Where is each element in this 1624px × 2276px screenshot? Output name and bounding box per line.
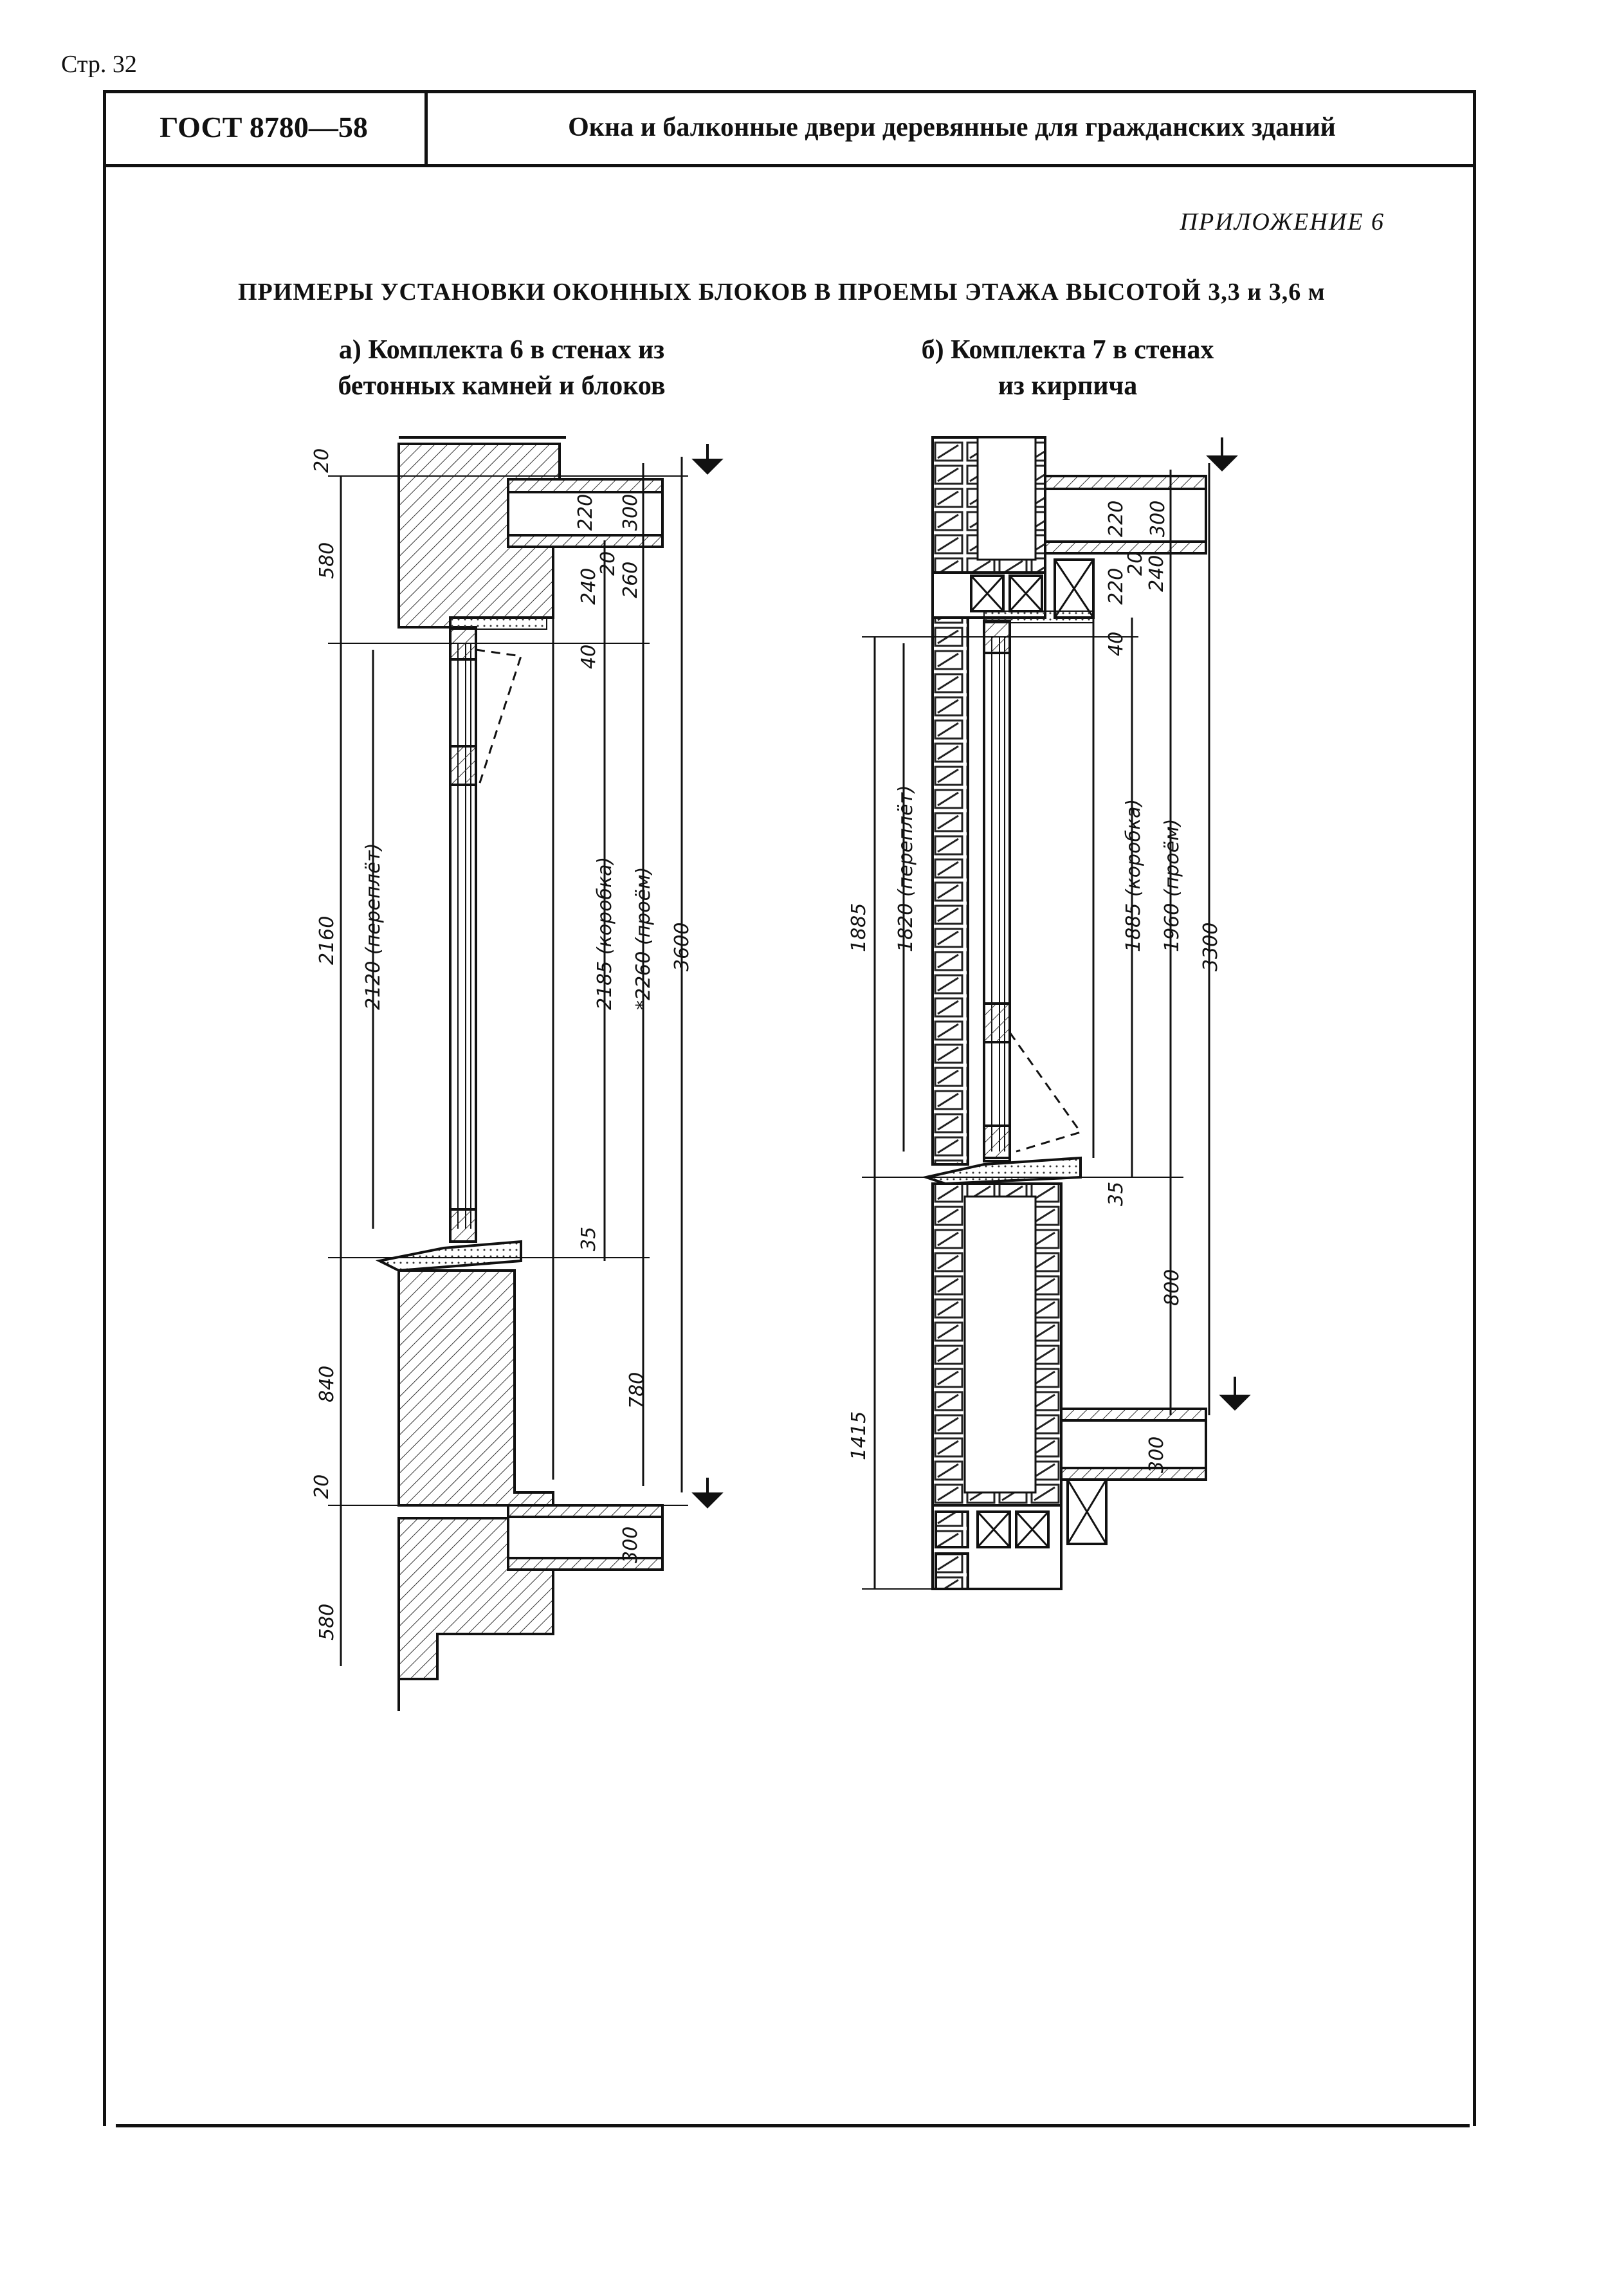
dim-a-300-top: 300 bbox=[619, 494, 642, 531]
dim-a-20-bot: 20 bbox=[311, 1474, 333, 1499]
page-frame bbox=[103, 90, 1476, 2126]
dim-a-40: 40 bbox=[578, 645, 600, 669]
figure-a-caption-line1: а) Комплекта 6 в стенах из bbox=[338, 335, 665, 365]
dim-a-300-bot: 300 bbox=[619, 1527, 642, 1563]
dim-b-20: 20 bbox=[1124, 551, 1147, 576]
figure-a-caption-line2: бетонных камней и блоков bbox=[338, 371, 666, 401]
dim-b-1415: 1415 bbox=[848, 1411, 870, 1460]
dim-a-260: 260 bbox=[619, 562, 642, 598]
figure-b-drawing bbox=[862, 436, 1251, 1590]
dim-b-300-top: 300 bbox=[1147, 500, 1169, 537]
window-frame-b bbox=[983, 619, 1011, 1162]
dim-b-800: 800 bbox=[1161, 1269, 1183, 1306]
dim-b-1960: 1960 (проём) bbox=[1161, 819, 1183, 952]
dim-a-20-top: 20 bbox=[311, 448, 333, 473]
dim-a-35: 35 bbox=[578, 1227, 600, 1251]
figure-b-caption-line2: из кирпича bbox=[998, 371, 1138, 401]
dim-b-220: 220 bbox=[1105, 500, 1127, 537]
figure-b-caption-line1: б) Комплекта 7 в стенах bbox=[921, 335, 1214, 365]
dim-a-2160: 2160 bbox=[316, 916, 338, 965]
standard-code: ГОСТ 8780—58 bbox=[103, 90, 428, 164]
figure-a-drawing bbox=[328, 436, 724, 1711]
lower-wall-block bbox=[397, 1269, 554, 1507]
dim-a-2260: *2260 (проём) bbox=[632, 867, 655, 1010]
dim-b-3300: 3300 bbox=[1200, 922, 1222, 971]
bottom-rule bbox=[116, 2124, 1470, 2127]
figure-b-dimension-labels: 1885 1820 (переплёт) 1415 220 300 20 240… bbox=[848, 500, 1222, 1473]
dim-a-780: 780 bbox=[626, 1372, 648, 1409]
figure-b-caption: б) Комплекта 7 в стенах из кирпича bbox=[862, 332, 1273, 404]
dim-b-1885: 1885 bbox=[848, 903, 870, 952]
dim-b-1820: 1820 (переплёт) bbox=[895, 785, 917, 952]
dim-b-300-bot: 300 bbox=[1145, 1436, 1168, 1473]
dim-b-220b: 220 bbox=[1105, 568, 1127, 605]
dim-a-3600: 3600 bbox=[671, 922, 693, 971]
document-title: Окна и балконные двери деревянные для гр… bbox=[568, 112, 1336, 142]
dim-a-2120: 2120 (переплёт) bbox=[362, 843, 385, 1010]
dim-a-580-top: 580 bbox=[316, 542, 338, 579]
dim-b-1885k: 1885 (коробка) bbox=[1122, 799, 1145, 952]
figure-a-dimension-labels: 20 580 2160 2120 (переплёт) 840 20 580 2… bbox=[311, 448, 693, 1640]
dim-b-40: 40 bbox=[1105, 632, 1127, 656]
dim-a-220: 220 bbox=[574, 494, 597, 531]
dim-a-840: 840 bbox=[316, 1366, 338, 1402]
appendix-label: ПРИЛОЖЕНИЕ 6 bbox=[1180, 208, 1385, 235]
dim-a-240: 240 bbox=[578, 568, 600, 605]
dim-b-35: 35 bbox=[1105, 1182, 1127, 1206]
dim-b-240: 240 bbox=[1145, 555, 1168, 592]
page-number: Стр. 32 bbox=[61, 51, 137, 78]
figure-a-caption: а) Комплекта 6 в стенах из бетонных камн… bbox=[270, 332, 733, 404]
window-frame-a bbox=[449, 626, 477, 1243]
dim-a-20-mid: 20 bbox=[597, 551, 619, 576]
dim-a-580-bot: 580 bbox=[316, 1604, 338, 1640]
section-title: ПРИМЕРЫ УСТАНОВКИ ОКОННЫХ БЛОКОВ В ПРОЕМ… bbox=[238, 279, 1326, 306]
document-header: ГОСТ 8780—58 Окна и балконные двери дере… bbox=[103, 90, 1473, 167]
dim-a-2185: 2185 (коробка) bbox=[594, 857, 616, 1010]
